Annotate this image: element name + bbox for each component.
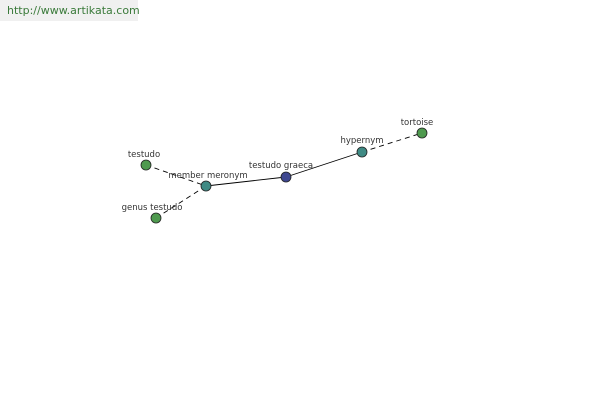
- edge-member-meronym-to-testudo-graeca: [205, 176, 287, 187]
- node-layer: [140, 127, 428, 224]
- node-label-member-meronym[interactable]: member meronym: [168, 171, 247, 181]
- edge-genus-testudo-to-member-meronym: [155, 185, 207, 219]
- edge-testudo-graeca-to-hypernym: [285, 151, 363, 178]
- edge-hypernym-to-tortoise: [361, 132, 423, 153]
- node-hypernym[interactable]: [356, 146, 368, 158]
- edge-layer: [145, 132, 423, 219]
- node-genus-testudo[interactable]: [150, 212, 162, 224]
- edge-testudo-to-member-meronym: [145, 164, 207, 187]
- node-label-tortoise[interactable]: tortoise: [401, 118, 434, 128]
- label-layer: testudo graeca hypernym tortoise member mer…: [122, 118, 434, 213]
- node-label-hypernym[interactable]: hypernym: [340, 136, 383, 146]
- node-testudo-graeca[interactable]: [280, 171, 292, 183]
- source-url-banner[interactable]: http://www.artikata.com: [0, 0, 140, 21]
- node-testudo[interactable]: [140, 159, 152, 171]
- node-label-testudo[interactable]: testudo: [128, 150, 160, 160]
- node-label-testudo-graeca[interactable]: testudo graeca: [249, 161, 313, 171]
- node-tortoise[interactable]: [416, 127, 428, 139]
- node-member-meronym[interactable]: [200, 180, 212, 192]
- node-label-genus-testudo[interactable]: genus testudo: [122, 203, 183, 213]
